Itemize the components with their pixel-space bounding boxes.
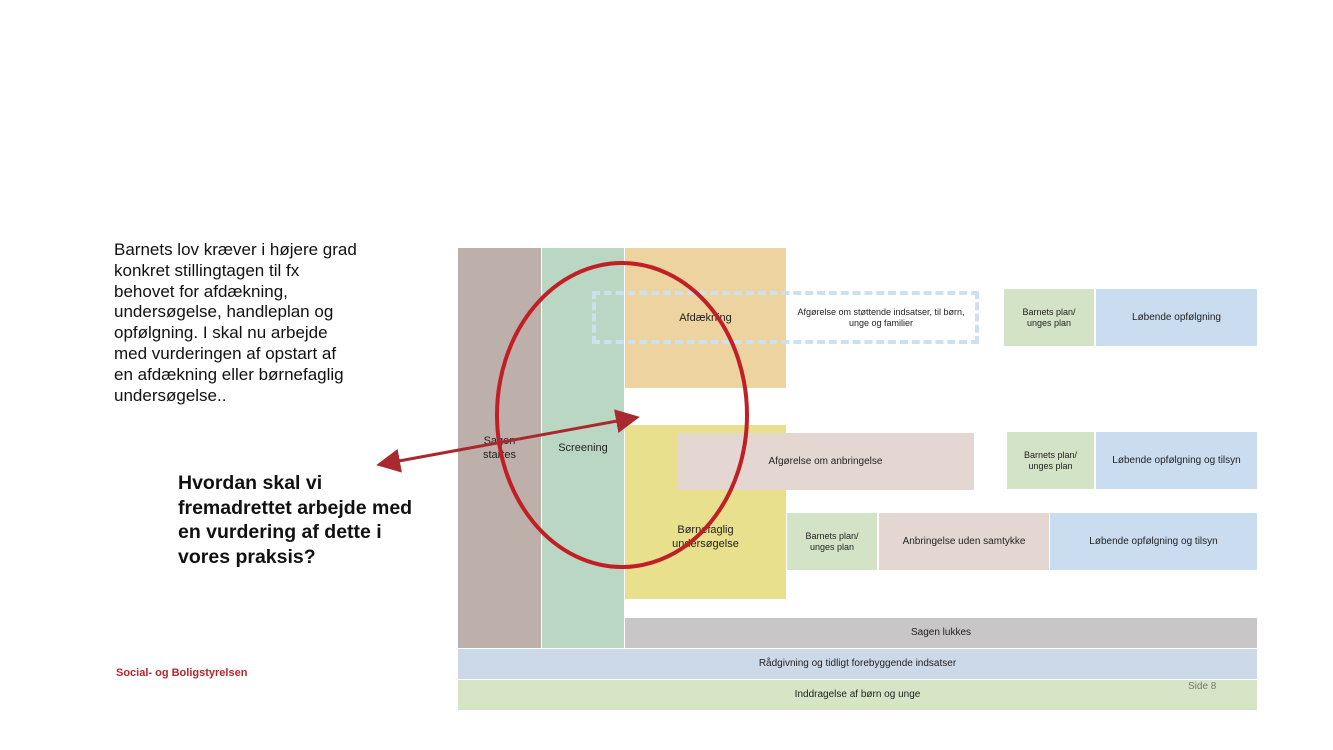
highlight-ellipse xyxy=(495,261,749,569)
loebende-opfoelgning-tilsyn-label-2: Løbende opfølgning og tilsyn xyxy=(1089,535,1218,547)
loebende-opfoelgning-tilsyn-label-1: Løbende opfølgning og tilsyn xyxy=(1112,454,1241,466)
afdaekning-box: Afdækning xyxy=(625,248,786,388)
raadgivning-bar: Rådgivning og tidligt forebyggende indsa… xyxy=(458,649,1257,679)
inddragelse-bar: Inddragelse af børn og unge xyxy=(458,680,1257,710)
dashed-outline xyxy=(592,291,979,344)
afgoerelse-stoettende-label: Afgørelse om støttende indsatser, til bø… xyxy=(797,307,965,328)
inddragelse-label: Inddragelse af børn og unge xyxy=(794,689,921,700)
org-name: Social- og Boligstyrelsen xyxy=(116,667,248,679)
barnets-plan-box-2: Barnets plan/ unges plan xyxy=(1007,432,1094,489)
barnets-plan-box-1: Barnets plan/ unges plan xyxy=(1004,289,1094,346)
sagen-lukkes-label: Sagen lukkes xyxy=(910,627,972,638)
afgoerelse-anbringelse-box: Afgørelse om anbringelse xyxy=(677,433,974,490)
question-text: Hvordan skal vi fremadrettet arbejde med… xyxy=(178,472,413,568)
page-number: Side 8 xyxy=(1188,681,1217,692)
barnets-plan-label-1: Barnets plan/ unges plan xyxy=(1022,306,1076,328)
annotation-arrow xyxy=(376,409,640,473)
anbringelse-uden-samtykke-box: Anbringelse uden samtykke xyxy=(879,513,1049,570)
loebende-opfoelgning-label-1: Løbende opfølgning xyxy=(1132,311,1221,323)
afgoerelse-anbringelse-label: Afgørelse om anbringelse xyxy=(768,455,883,467)
afgoerelse-stoettende-box: Afgørelse om støttende indsatser, til bø… xyxy=(790,298,972,338)
loebende-opfoelgning-tilsyn-box-1: Løbende opfølgning og tilsyn xyxy=(1096,432,1257,489)
barnets-plan-label-2: Barnets plan/ unges plan xyxy=(1023,449,1078,471)
barnets-plan-label-3: Barnets plan/ unges plan xyxy=(805,530,859,552)
loebende-opfoelgning-box-1: Løbende opfølgning xyxy=(1096,289,1257,346)
loebende-opfoelgning-tilsyn-box-2: Løbende opfølgning og tilsyn xyxy=(1050,513,1257,570)
raadgivning-label: Rådgivning og tidligt forebyggende indsa… xyxy=(758,658,957,669)
barnets-plan-box-3: Barnets plan/ unges plan xyxy=(787,513,877,570)
intro-text: Barnets lov kræver i højere grad konkret… xyxy=(114,240,357,405)
anbringelse-uden-samtykke-label: Anbringelse uden samtykke xyxy=(902,535,1026,547)
sagen-lukkes-bar: Sagen lukkes xyxy=(625,618,1257,648)
